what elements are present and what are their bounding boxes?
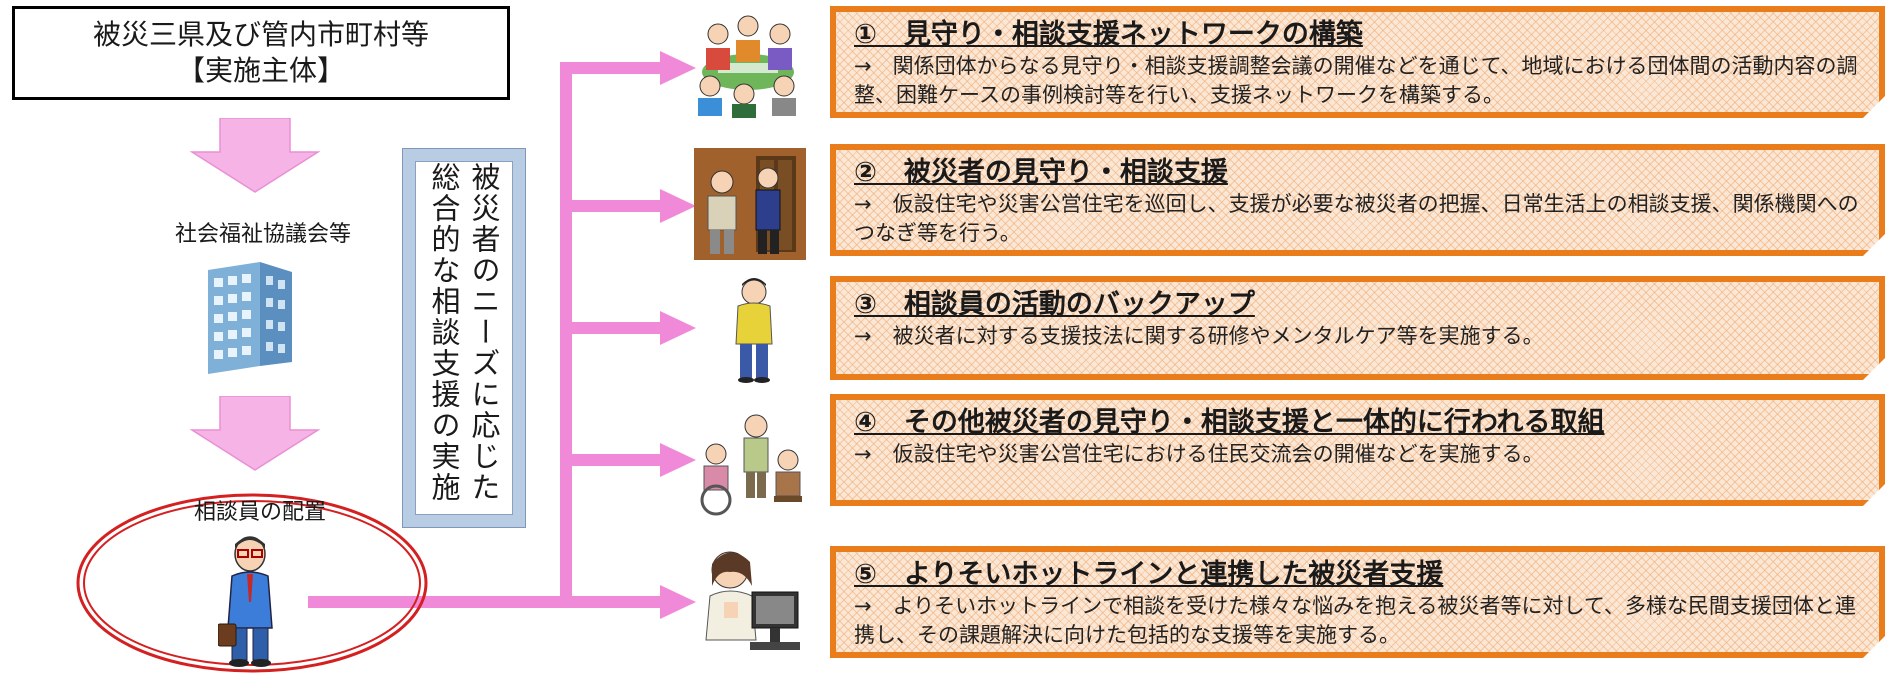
arrowhead-5 (660, 585, 696, 619)
connector-branch-4 (560, 454, 662, 466)
page-fold (1863, 636, 1885, 658)
implementer-name: 被災三県及び管内市町村等 (92, 18, 429, 51)
central-support-label: 被災者のニーズに応じた総合的な相談支援の実施 (427, 162, 501, 503)
initiative-card-5: ⑤ よりそいホットラインと連携した被災者支援 → よりそいホットラインで相談を受… (830, 546, 1885, 658)
elderly-gathering-illustration (700, 414, 802, 516)
initiative-title: ⑤ よりそいホットラインと連携した被災者支援 (854, 559, 1444, 590)
arrowhead-4 (660, 443, 696, 477)
intermediary-label: 社会福祉協議会等 (174, 222, 351, 247)
arrowhead-2 (660, 189, 696, 223)
initiative-description: → よりそいホットラインで相談を受けた様々な悩みを抱える被災者等に対して、多様な… (854, 594, 1856, 647)
hotline-operator-illustration (705, 551, 800, 650)
connector-trunk (308, 596, 566, 608)
initiative-card-4: ④ その他被災者の見守り・相談支援と一体的に行われる取組 → 仮設住宅や災害公営… (830, 394, 1885, 506)
arrowhead-3 (660, 311, 696, 345)
initiative-card-3: ③ 相談員の活動のバックアップ → 被災者に対する支援技法に関する研修やメンタル… (830, 276, 1885, 380)
initiative-title: ③ 相談員の活動のバックアップ (854, 289, 1255, 320)
down-arrow-2 (190, 396, 320, 471)
initiative-description: → 仮設住宅や災害公営住宅を巡回し、支援が必要な被災者の把握、日常生活上の相談支… (854, 192, 1859, 245)
central-support-box: 被災者のニーズに応じた総合的な相談支援の実施 (402, 148, 526, 528)
counselor-highlight-oval (76, 493, 428, 673)
initiative-description: → 仮設住宅や災害公営住宅における住民交流会の開催などを実施する。 (854, 442, 1544, 466)
initiative-title: ① 見守り・相談支援ネットワークの構築 (854, 19, 1363, 50)
initiative-title: ④ その他被災者の見守り・相談支援と一体的に行われる取組 (854, 407, 1605, 438)
arrowhead-1 (660, 51, 696, 85)
initiative-description: → 被災者に対する支援技法に関する研修やメンタルケア等を実施する。 (854, 324, 1544, 348)
page-fold (1863, 96, 1885, 118)
initiative-title: ② 被災者の見守り・相談支援 (854, 157, 1228, 188)
initiative-card-1: ① 見守り・相談支援ネットワークの構築 → 関係団体からなる見守り・相談支援調整… (830, 6, 1885, 118)
initiative-card-2: ② 被災者の見守り・相談支援 → 仮設住宅や災害公営住宅を巡回し、支援が必要な被… (830, 144, 1885, 256)
connector-branch-3 (560, 322, 662, 334)
initiative-description: → 関係団体からなる見守り・相談支援調整会議の開催などを通じて、地域における団体… (854, 54, 1858, 107)
connector-branch-2 (560, 200, 662, 212)
implementer-role: 【実施主体】 (176, 54, 345, 87)
page-fold (1863, 234, 1885, 256)
page-fold (1863, 358, 1885, 380)
home-visit-illustration (694, 148, 806, 260)
counselor-icon (218, 536, 273, 667)
connector-branch-1 (560, 62, 662, 74)
connector-branch-5 (560, 596, 662, 608)
counselor-label: 相談員の配置 (193, 500, 326, 525)
down-arrow-1 (190, 118, 320, 193)
meeting-illustration (698, 15, 796, 118)
page-fold (1863, 484, 1885, 506)
implementer-box: 被災三県及び管内市町村等 【実施主体】 (12, 6, 510, 100)
building-icon (208, 262, 292, 374)
connector-spine (560, 62, 572, 608)
thinking-person-illustration (735, 278, 773, 383)
